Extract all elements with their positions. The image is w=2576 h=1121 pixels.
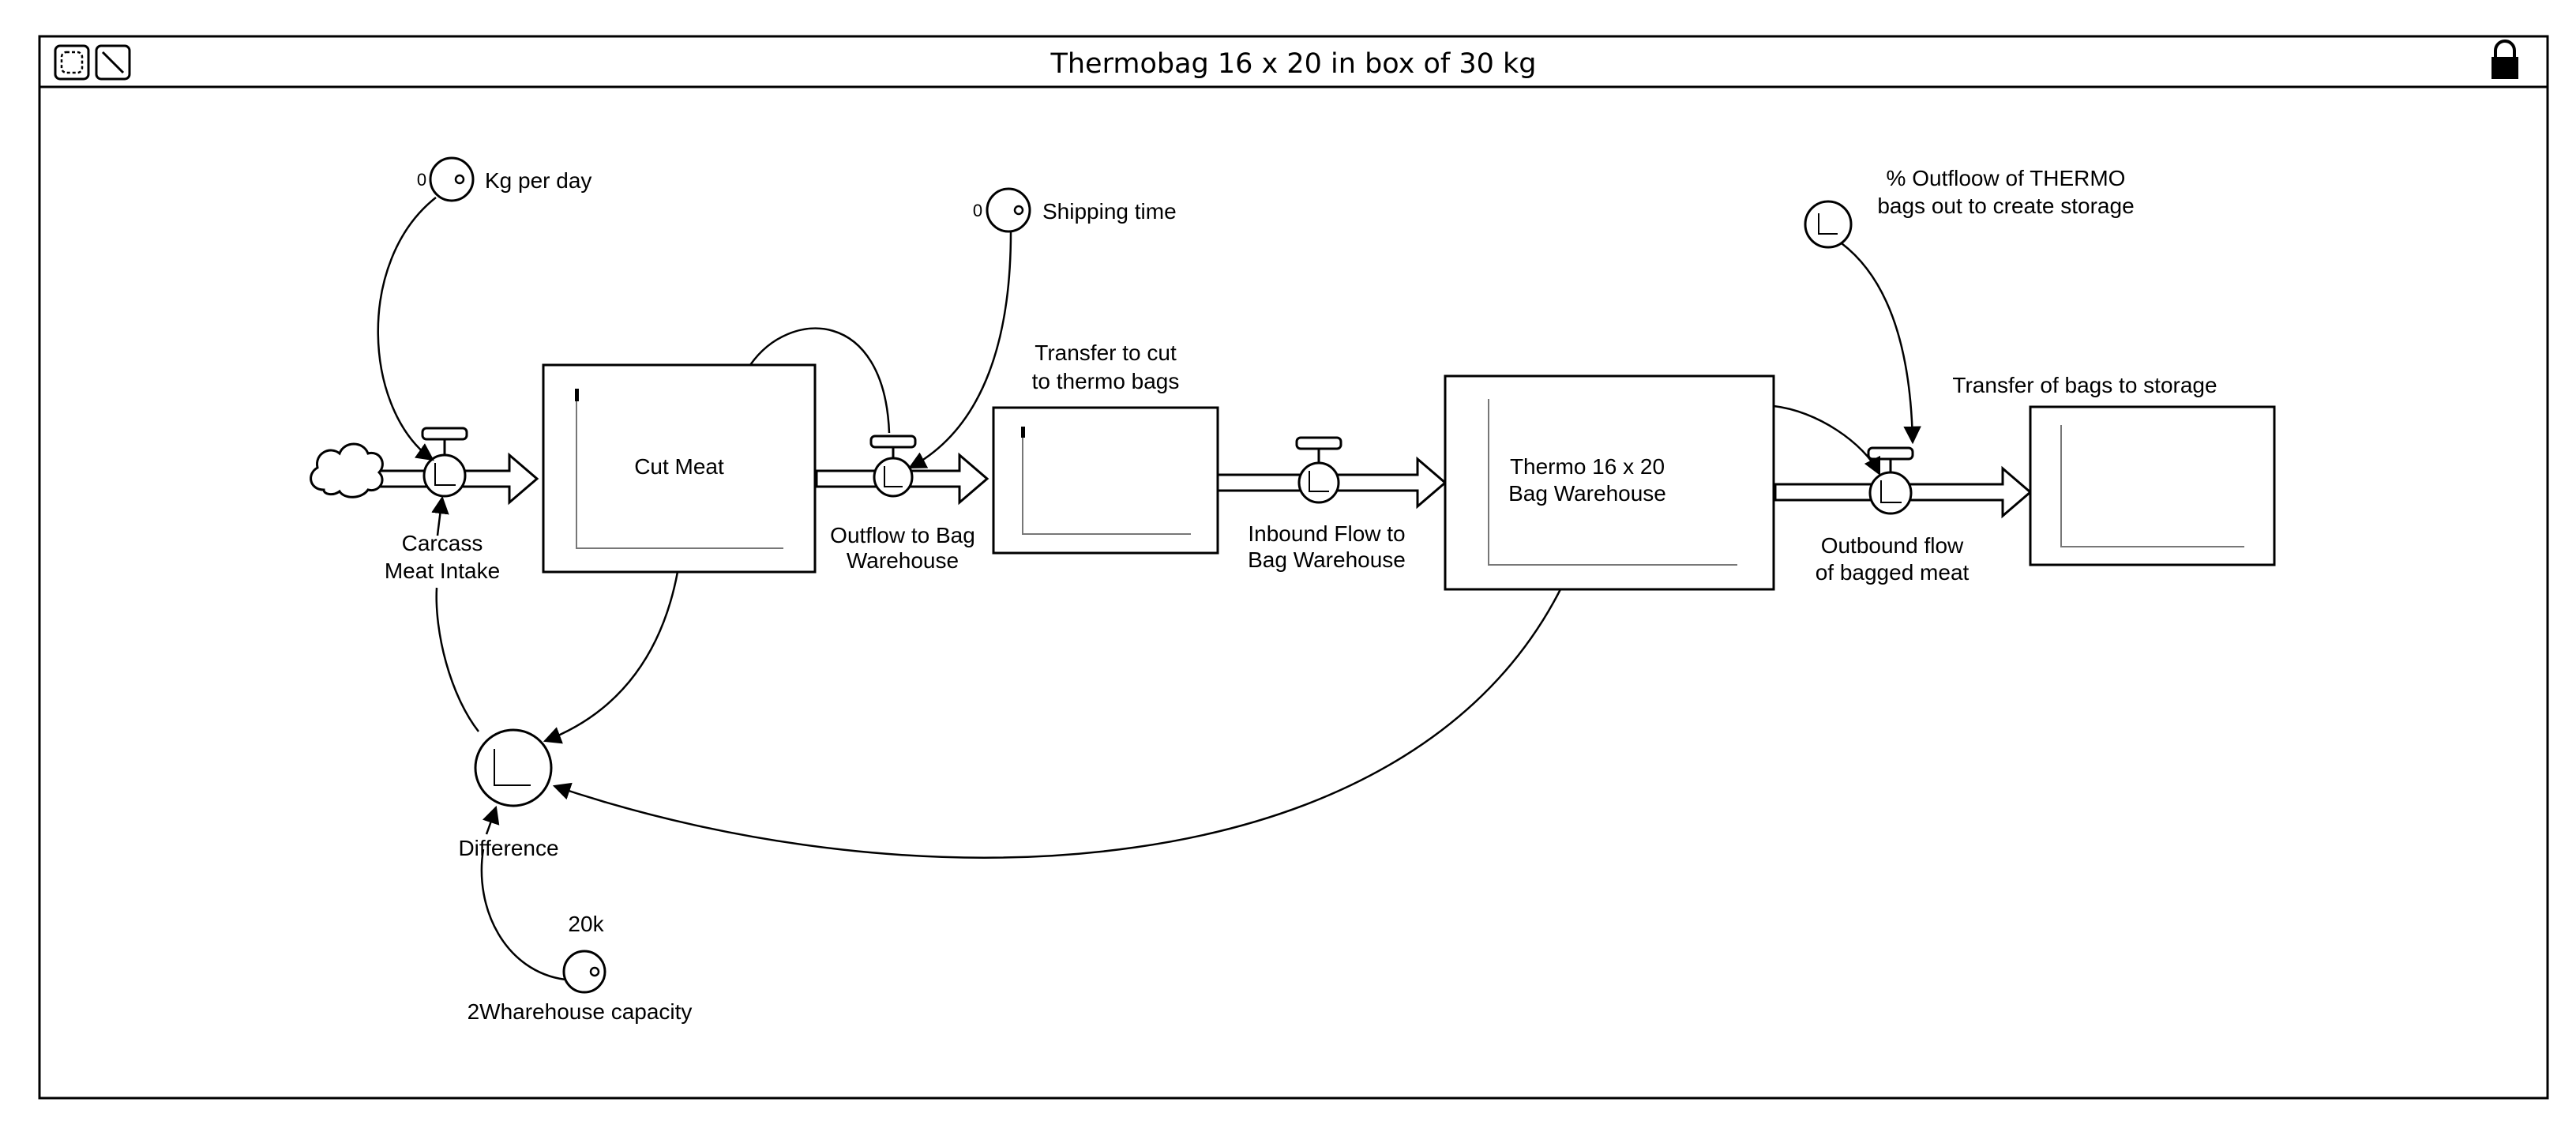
valve-carcass-intake[interactable] [421, 427, 468, 498]
stock-thermo-label-2: Bag Warehouse [1508, 481, 1666, 506]
stock-thermo-label-1: Thermo 16 x 20 [1510, 454, 1665, 479]
stock-cut-meat[interactable]: Cut Meat [542, 363, 817, 574]
connector-cutmeat-to-difference [543, 571, 679, 744]
converter-kg-per-day[interactable] [429, 156, 475, 202]
stock-transfer-bags[interactable] [2029, 405, 2276, 566]
pct-outflow-label-2: bags out to create storage [1877, 194, 2134, 218]
converter-shipping-time[interactable] [986, 187, 1031, 233]
flow-inbound-label-2: Bag Warehouse [1248, 547, 1406, 572]
line-tool-icon[interactable] [95, 44, 131, 81]
flow-outbound-label-1: Outbound flow [1821, 533, 1964, 558]
stock-transfer-cut-label-2: to thermo bags [1032, 369, 1180, 393]
window-title: Thermobag 16 x 20 in box of 30 kg [1050, 48, 1537, 80]
connector-cutmeat-to-outflow [749, 327, 891, 434]
select-tool-icon[interactable] [54, 44, 90, 81]
flow-carcass-label-1: Carcass [402, 531, 483, 555]
connector-pct-to-outbound [1841, 243, 1921, 445]
connector-kg-to-intake [377, 197, 437, 461]
converter-pct-outflow[interactable] [1804, 200, 1853, 249]
stock-cut-meat-label: Cut Meat [634, 454, 724, 479]
stock-thermo-warehouse[interactable]: Thermo 16 x 20 Bag Warehouse [1444, 374, 1775, 591]
converter-difference[interactable] [474, 728, 553, 807]
warehouse-capacity-value: 20k [568, 912, 604, 936]
flow-carcass-label-2: Meat Intake [385, 559, 500, 583]
valve-outflow-bag[interactable] [869, 434, 917, 498]
connector-shipping-to-outflow [908, 231, 1012, 469]
warehouse-capacity-label: 2Wharehouse capacity [468, 999, 693, 1024]
shipping-time-label: Shipping time [1042, 199, 1177, 224]
flow-inbound-label-1: Inbound Flow to [1248, 521, 1405, 546]
stock-transfer-bags-label: Transfer of bags to storage [1952, 373, 2217, 397]
kg-per-day-value: 0 [417, 170, 426, 190]
lock-icon[interactable] [2492, 39, 2518, 79]
connector-intake-label [431, 495, 449, 536]
pct-outflow-label-1: % Outfloow of THERMO [1887, 166, 2126, 190]
flow-outbound-label-2: of bagged meat [1816, 560, 1970, 585]
window-frame [38, 35, 2549, 1100]
connector-difference-label [482, 805, 500, 835]
stock-transfer-cut-label-1: Transfer to cut [1035, 340, 1177, 365]
difference-label: Difference [458, 836, 558, 860]
valve-outbound-flow[interactable] [1867, 446, 1914, 515]
converter-warehouse-capacity[interactable] [562, 950, 606, 994]
connector-warehouse-to-difference [552, 589, 1562, 859]
valve-inbound-flow[interactable] [1295, 436, 1342, 504]
flow-outflow-label-2: Warehouse [847, 548, 959, 573]
kg-per-day-label: Kg per day [485, 168, 591, 193]
shipping-time-value: 0 [973, 201, 982, 220]
connector-warehouse-to-outbound [1773, 404, 1881, 476]
stock-transfer-cut[interactable] [992, 406, 1219, 555]
connector-difference-to-intake [435, 587, 479, 732]
connector-capacity-to-difference [480, 848, 566, 981]
flow-outflow-label-1: Outflow to Bag [830, 523, 975, 547]
cloud-source-icon[interactable] [310, 442, 384, 498]
